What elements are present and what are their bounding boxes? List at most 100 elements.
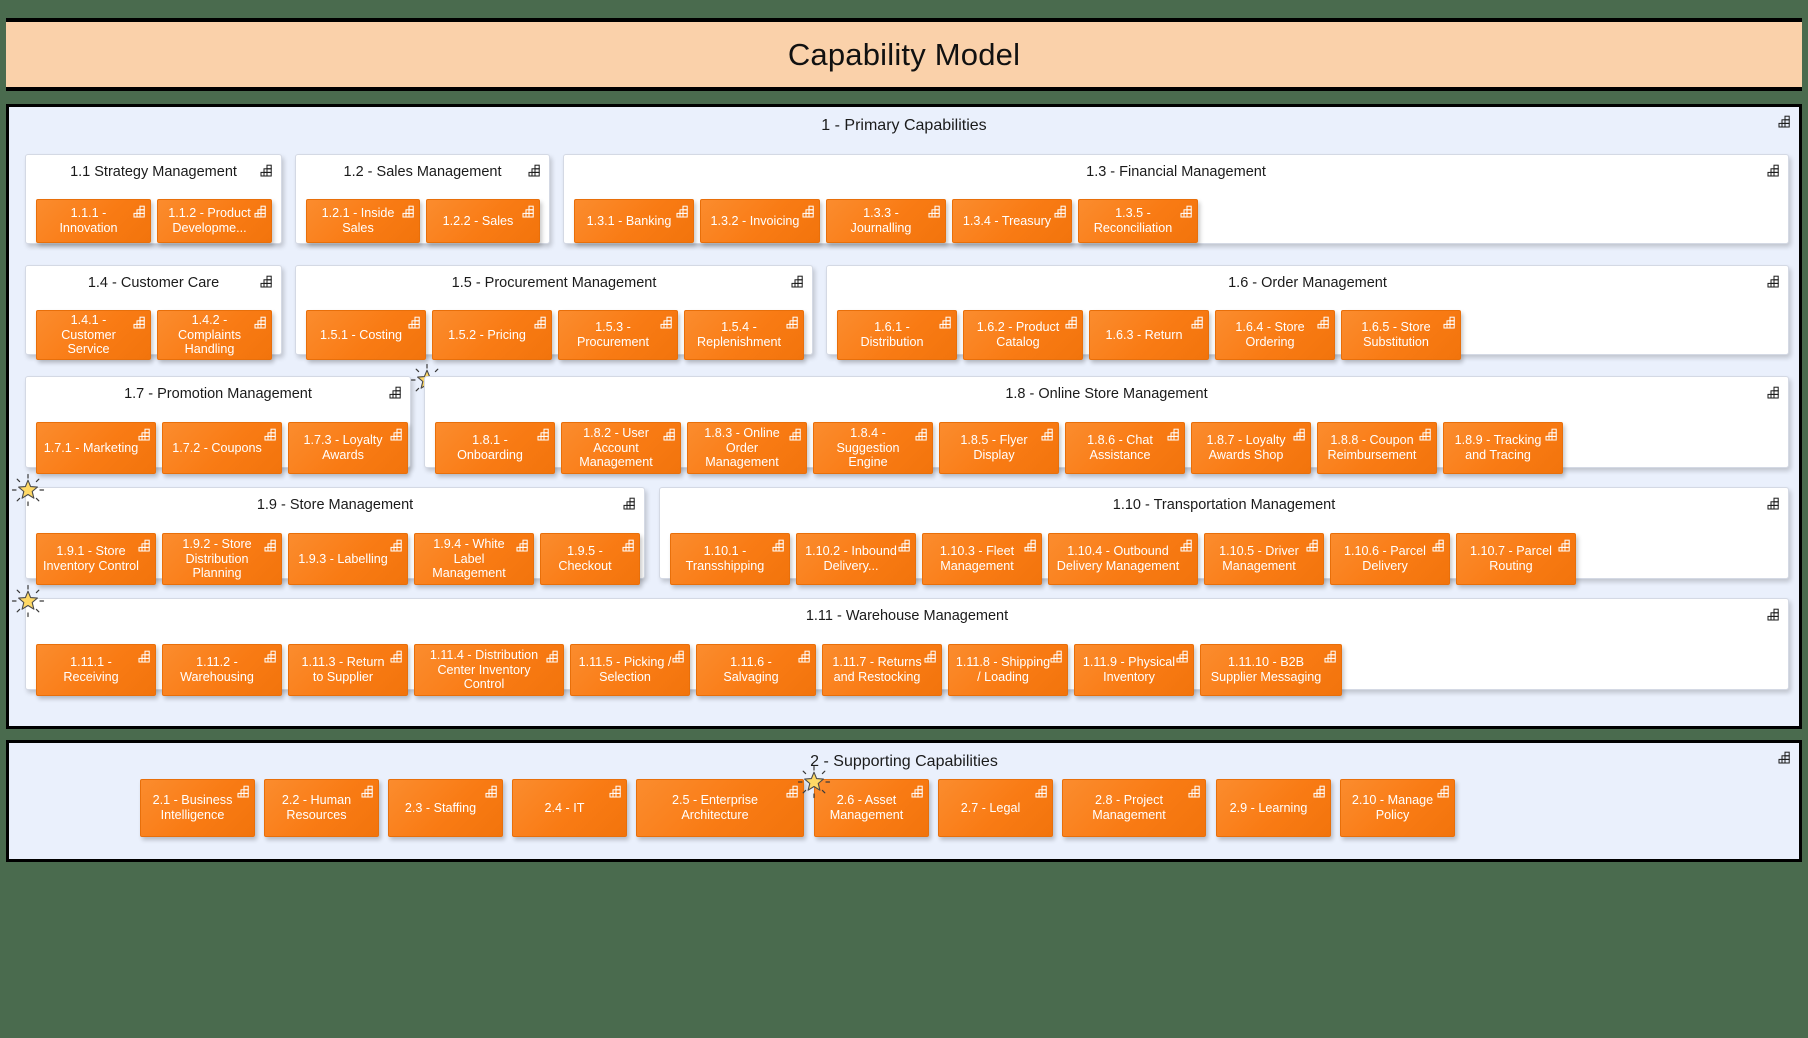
capability-tile-label: 1.10.6 - Parcel Delivery <box>1344 544 1426 573</box>
supporting-capability-tile[interactable]: 2.7 - Legal <box>938 779 1053 837</box>
capability-tile[interactable]: 1.6.1 - Distribution <box>837 310 957 360</box>
capability-tile[interactable]: 1.3.1 - Banking <box>574 199 694 243</box>
capability-grid-icon <box>676 205 689 218</box>
capability-tile[interactable]: 1.7.1 - Marketing <box>36 422 156 474</box>
capability-grid-icon <box>786 316 799 329</box>
capability-grid-icon <box>534 316 547 329</box>
capability-grid-icon <box>522 205 535 218</box>
capability-tile[interactable]: 1.10.1 - Transshipping <box>670 533 790 585</box>
capability-group-1.3[interactable]: 1.3 - Financial Management 1.3.1 - Bankin… <box>563 154 1789 244</box>
capability-tile[interactable]: 1.10.6 - Parcel Delivery <box>1330 533 1450 585</box>
capability-tile[interactable]: 1.10.4 - Outbound Delivery Management <box>1048 533 1198 585</box>
capability-tile[interactable]: 1.11.9 - Physical Inventory <box>1074 644 1194 696</box>
capability-tile[interactable]: 1.10.7 - Parcel Routing <box>1456 533 1576 585</box>
capability-tile[interactable]: 1.11.5 - Picking / Selection <box>570 644 690 696</box>
capability-tile[interactable]: 1.8.1 - Onboarding <box>435 422 555 474</box>
capability-tile[interactable]: 1.4.1 - Customer Service <box>36 310 151 360</box>
capability-tile[interactable]: 1.11.1 - Receiving <box>36 644 156 696</box>
capability-grid-icon <box>911 785 924 798</box>
supporting-capability-tile[interactable]: 2.5 - Enterprise Architecture <box>636 779 804 837</box>
capability-tile[interactable]: 1.11.2 - Warehousing <box>162 644 282 696</box>
capability-tile[interactable]: 1.2.1 - Inside Sales <box>306 199 420 243</box>
capability-tile[interactable]: 1.11.8 - Shipping / Loading <box>948 644 1068 696</box>
capability-tile[interactable]: 1.6.2 - Product Catalog <box>963 310 1083 360</box>
capability-tile-label: 1.11.10 - B2B Supplier Messaging <box>1210 655 1322 684</box>
capability-tile[interactable]: 1.3.3 - Journalling <box>826 199 946 243</box>
capability-tile[interactable]: 1.5.4 - Replenishment <box>684 310 804 360</box>
capability-tile[interactable]: 1.9.5 - Checkout <box>540 533 640 585</box>
capability-tile-label: 1.5.4 - Replenishment <box>696 320 781 349</box>
capability-tile[interactable]: 1.2.2 - Sales <box>426 199 540 243</box>
supporting-capability-tile[interactable]: 2.1 - Business Intelligence <box>140 779 255 837</box>
capability-grid-icon <box>928 205 941 218</box>
capability-tile[interactable]: 1.3.2 - Invoicing <box>700 199 820 243</box>
capability-tile-label: 1.2.2 - Sales <box>442 213 514 228</box>
capability-group-title: 1.3 - Financial Management <box>1086 164 1266 180</box>
capability-tile[interactable]: 1.7.3 - Loyalty Awards <box>288 422 408 474</box>
capability-tile[interactable]: 1.8.6 - Chat Assistance <box>1065 422 1185 474</box>
capability-grid-icon <box>1065 316 1078 329</box>
capability-tile-label: 1.5.3 - Procurement <box>576 320 650 349</box>
capability-tile[interactable]: 1.11.3 - Return to Supplier <box>288 644 408 696</box>
capability-group-1.8[interactable]: 1.8 - Online Store Management 1.8.1 - Onb… <box>424 376 1789 474</box>
capability-tile[interactable]: 1.3.4 - Treasury <box>952 199 1072 243</box>
capability-tile[interactable]: 1.10.3 - Fleet Management <box>922 533 1042 585</box>
capability-tile[interactable]: 1.5.1 - Costing <box>306 310 426 360</box>
capability-tile[interactable]: 1.7.2 - Coupons <box>162 422 282 474</box>
capability-tile[interactable]: 1.8.4 - Suggestion Engine <box>813 422 933 474</box>
capability-grid-icon <box>623 497 636 510</box>
capability-tile[interactable]: 1.9.2 - Store Distribution Planning <box>162 533 282 585</box>
capability-tile[interactable]: 1.8.7 - Loyalty Awards Shop <box>1191 422 1311 474</box>
capability-tile[interactable]: 1.11.10 - B2B Supplier Messaging <box>1200 644 1342 696</box>
capability-tile[interactable]: 1.3.5 - Reconciliation <box>1078 199 1198 243</box>
capability-tile[interactable]: 1.6.3 - Return <box>1089 310 1209 360</box>
capability-tile[interactable]: 1.1.2 - Product Developme... <box>157 199 272 243</box>
capability-tile[interactable]: 1.6.5 - Store Substitution <box>1341 310 1461 360</box>
capability-tile-label: 1.10.3 - Fleet Management <box>939 544 1015 573</box>
capability-tile[interactable]: 1.8.5 - Flyer Display <box>939 422 1059 474</box>
supporting-capability-tile[interactable]: 2.3 - Staffing <box>388 779 503 837</box>
capability-tile[interactable]: 1.5.3 - Procurement <box>558 310 678 360</box>
capability-tile-label: 1.10.7 - Parcel Routing <box>1470 544 1552 573</box>
capability-grid-icon <box>254 316 267 329</box>
capability-tile[interactable]: 1.8.3 - Online Order Management <box>687 422 807 474</box>
capability-tile[interactable]: 1.11.7 - Returns and Restocking <box>822 644 942 696</box>
capability-tile[interactable]: 1.5.2 - Pricing <box>432 310 552 360</box>
capability-tile-label: 1.6.1 - Distribution <box>860 320 924 349</box>
supporting-capability-tile[interactable]: 2.10 - Manage Policy <box>1340 779 1455 837</box>
supporting-capability-tile[interactable]: 2.6 - Asset Management <box>814 779 929 837</box>
capability-grid-icon <box>789 428 802 441</box>
capability-grid-icon <box>537 428 550 441</box>
supporting-capability-tile[interactable]: 2.4 - IT <box>512 779 627 837</box>
level-supporting-title: 2 - Supporting Capabilities <box>810 753 998 770</box>
capability-tile[interactable]: 1.6.4 - Store Ordering <box>1215 310 1335 360</box>
capability-tile[interactable]: 1.11.4 - Distribution Center Inventory C… <box>414 644 564 696</box>
capability-tile[interactable]: 1.8.2 - User Account Management <box>561 422 681 474</box>
capability-tile[interactable]: 1.9.3 - Labelling <box>288 533 408 585</box>
capability-tile[interactable]: 1.8.8 - Coupon Reimbursement <box>1317 422 1437 474</box>
capability-tile[interactable]: 1.9.4 - White Label Management <box>414 533 534 585</box>
capability-tile[interactable]: 1.4.2 - Complaints Handling <box>157 310 272 360</box>
supporting-capability-tile[interactable]: 2.8 - Project Management <box>1062 779 1206 837</box>
capability-tile[interactable]: 1.1.1 - Innovation <box>36 199 151 243</box>
capability-tile[interactable]: 1.9.1 - Store Inventory Control <box>36 533 156 585</box>
capability-grid-icon <box>138 539 151 552</box>
capability-group-title: 1.8 - Online Store Management <box>1005 386 1208 402</box>
capability-tile[interactable]: 1.8.9 - Tracking and Tracing <box>1443 422 1563 474</box>
capability-grid-icon <box>915 428 928 441</box>
supporting-capability-tile[interactable]: 2.9 - Learning <box>1216 779 1331 837</box>
supporting-capability-tile[interactable]: 2.2 - Human Resources <box>264 779 379 837</box>
capability-tile[interactable]: 1.10.5 - Driver Management <box>1204 533 1324 585</box>
capability-tile[interactable]: 1.11.6 - Salvaging <box>696 644 816 696</box>
capability-tile[interactable]: 1.10.2 - Inbound Delivery... <box>796 533 916 585</box>
